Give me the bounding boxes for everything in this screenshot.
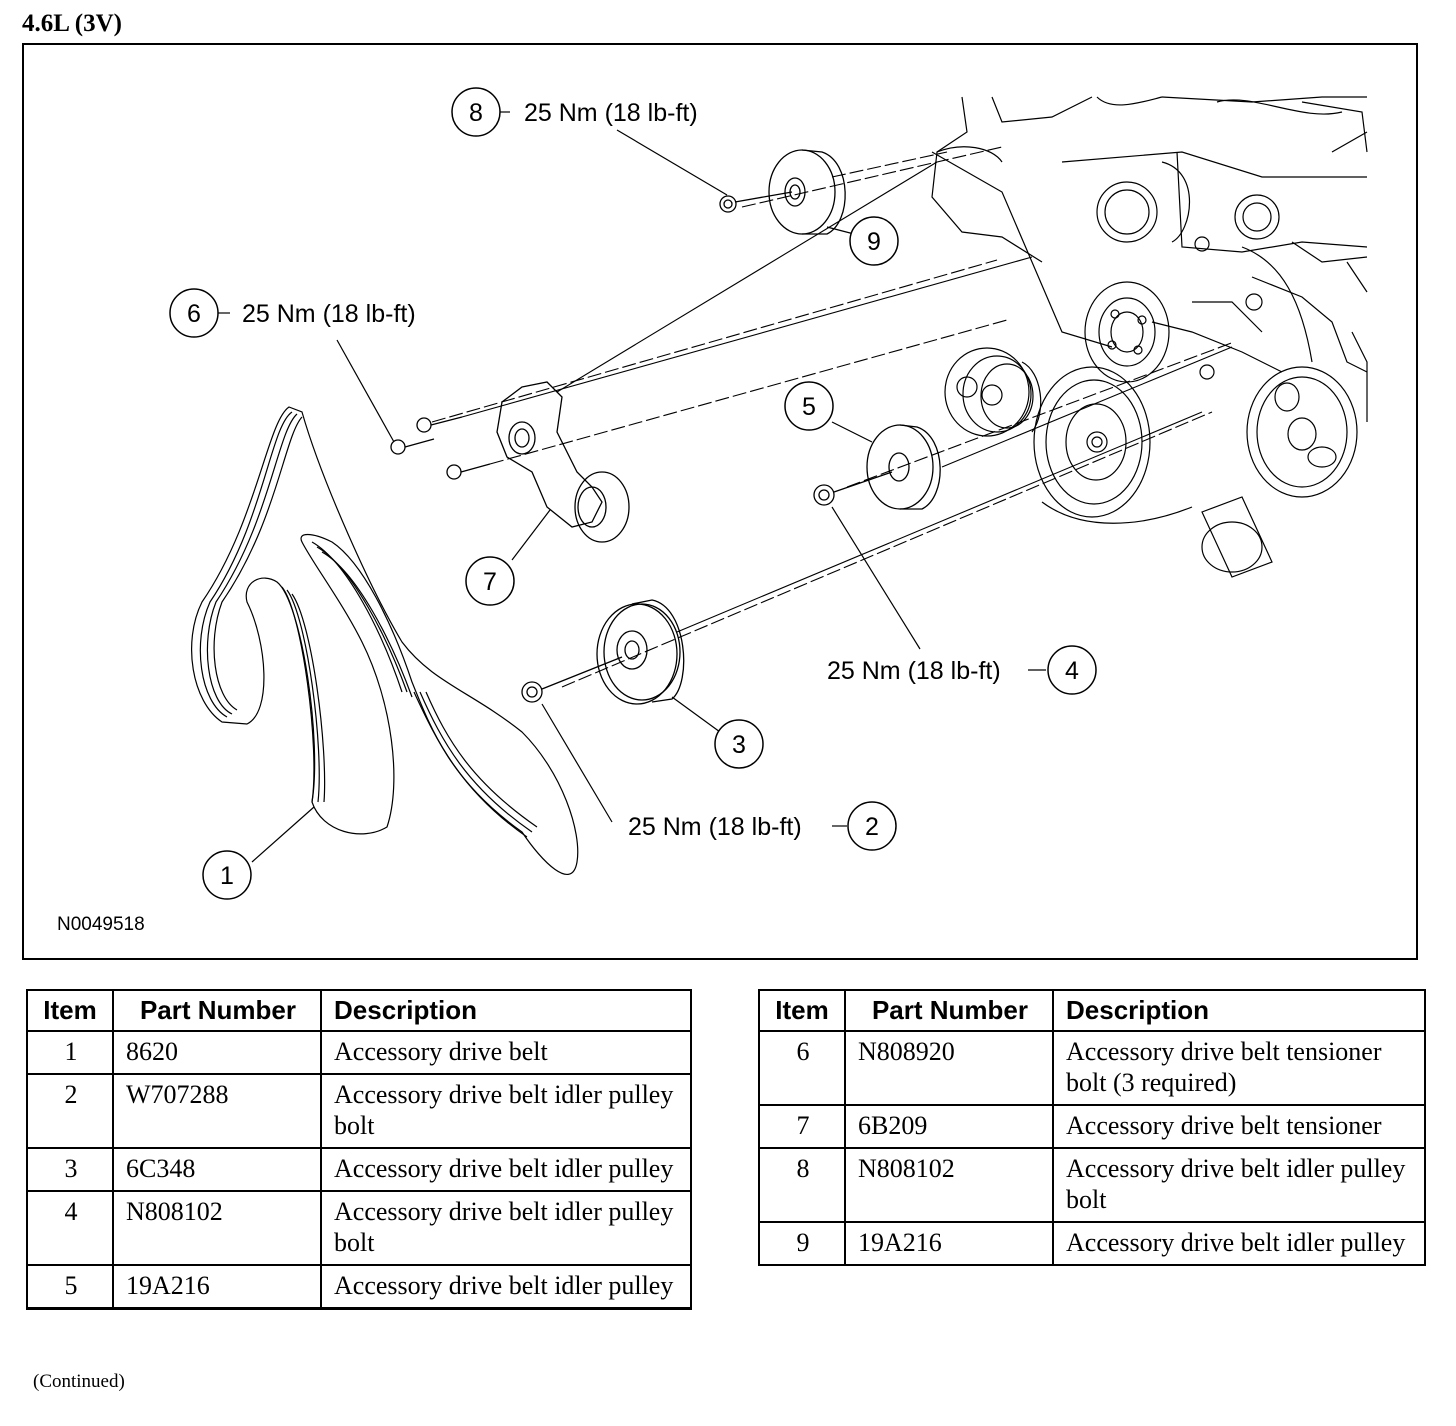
- torque-spec-4: 25 Nm (18 lb-ft): [827, 657, 1001, 685]
- cell-part-number: 6C348: [112, 1147, 322, 1192]
- cell-description: Accessory drive belt idler pulley: [320, 1264, 692, 1310]
- idler-pulley-lower: [596, 599, 685, 705]
- cell-part-number: W707288: [112, 1073, 322, 1149]
- table-header-row: Item Part Number Description: [26, 989, 692, 1032]
- cell-description: Accessory drive belt idler pulley: [1052, 1221, 1426, 1266]
- table-row: 4 N808102 Accessory drive belt idler pul…: [26, 1190, 692, 1266]
- svg-text:3: 3: [732, 731, 746, 759]
- header-item: Item: [758, 989, 846, 1032]
- cell-part-number: 19A216: [112, 1264, 322, 1310]
- cell-item: 4: [26, 1190, 114, 1266]
- table-row: 9 19A216 Accessory drive belt idler pull…: [758, 1221, 1426, 1266]
- cell-description: Accessory drive belt tensioner: [1052, 1104, 1426, 1149]
- callout-1: 1: [202, 850, 252, 900]
- cell-description: Accessory drive belt: [320, 1030, 692, 1075]
- callout-4: 4 25 Nm (18 lb-ft): [827, 645, 1097, 695]
- leader-lines: [216, 111, 1046, 863]
- figure-id: N0049518: [57, 914, 145, 935]
- svg-text:4: 4: [1065, 657, 1079, 685]
- idler-pulley-bolt-upper: [719, 191, 793, 213]
- svg-text:2: 2: [865, 813, 879, 841]
- belt-tensioner: [496, 381, 630, 543]
- parts-table-left: Item Part Number Description 1 8620 Acce…: [26, 989, 692, 1310]
- callout-5: 5: [784, 381, 834, 431]
- cell-item: 5: [26, 1264, 114, 1310]
- idler-pulley-upper: [768, 149, 846, 235]
- page-title: 4.6L (3V): [22, 10, 122, 37]
- cell-part-number: N808102: [844, 1147, 1054, 1223]
- cell-part-number: N808102: [112, 1190, 322, 1266]
- header-description: Description: [1052, 989, 1426, 1032]
- table-row: 6 N808920 Accessory drive belt tensioner…: [758, 1030, 1426, 1106]
- cell-item: 7: [758, 1104, 846, 1149]
- table-row: 5 19A216 Accessory drive belt idler pull…: [26, 1264, 692, 1310]
- table-row: 3 6C348 Accessory drive belt idler pulle…: [26, 1147, 692, 1192]
- cell-item: 1: [26, 1030, 114, 1075]
- torque-spec-6: 25 Nm (18 lb-ft): [242, 300, 416, 328]
- header-item: Item: [26, 989, 114, 1032]
- accessory-drive-belt: [191, 406, 579, 875]
- table-header-row: Item Part Number Description: [758, 989, 1426, 1032]
- idler-pulley-middle: [866, 424, 941, 510]
- parts-table-right: Item Part Number Description 6 N808920 A…: [758, 989, 1426, 1266]
- callout-9: 9: [849, 216, 899, 266]
- cell-description: Accessory drive belt idler pulley bolt: [320, 1073, 692, 1149]
- cell-part-number: N808920: [844, 1030, 1054, 1106]
- cell-item: 6: [758, 1030, 846, 1106]
- table-row: 7 6B209 Accessory drive belt tensioner: [758, 1104, 1426, 1149]
- svg-text:8: 8: [469, 99, 483, 127]
- exploded-view-figure: 1 2 25 Nm (18 lb-ft) 3 4 25 Nm (18 lb-ft…: [22, 43, 1418, 960]
- idler-pulley-bolt-middle: [813, 471, 893, 506]
- svg-text:9: 9: [867, 228, 881, 256]
- cell-description: Accessory drive belt idler pulley: [320, 1147, 692, 1192]
- callout-2: 2 25 Nm (18 lb-ft): [628, 801, 897, 851]
- continued-note: (Continued): [33, 1371, 125, 1392]
- cell-item: 8: [758, 1147, 846, 1223]
- svg-text:5: 5: [802, 393, 816, 421]
- tensioner-bolts: [390, 416, 491, 480]
- callout-6: 6 25 Nm (18 lb-ft): [169, 288, 416, 338]
- cell-item: 2: [26, 1073, 114, 1149]
- cell-description: Accessory drive belt idler pulley bolt: [320, 1190, 692, 1266]
- callout-8: 8 25 Nm (18 lb-ft): [451, 87, 698, 137]
- callout-7: 7: [465, 556, 515, 606]
- exploded-view-drawing: 1 2 25 Nm (18 lb-ft) 3 4 25 Nm (18 lb-ft…: [57, 87, 1368, 935]
- cell-item: 9: [758, 1221, 846, 1266]
- header-description: Description: [320, 989, 692, 1032]
- cell-item: 3: [26, 1147, 114, 1192]
- svg-text:1: 1: [220, 862, 234, 890]
- cell-description: Accessory drive belt tensioner bolt (3 r…: [1052, 1030, 1426, 1106]
- cell-part-number: 6B209: [844, 1104, 1054, 1149]
- idler-pulley-bolt-lower: [521, 656, 623, 703]
- cell-part-number: 8620: [112, 1030, 322, 1075]
- torque-spec-2: 25 Nm (18 lb-ft): [628, 813, 802, 841]
- header-part-number: Part Number: [112, 989, 322, 1032]
- header-part-number: Part Number: [844, 989, 1054, 1032]
- svg-text:7: 7: [483, 568, 497, 596]
- table-row: 8 N808102 Accessory drive belt idler pul…: [758, 1147, 1426, 1223]
- cell-description: Accessory drive belt idler pulley bolt: [1052, 1147, 1426, 1223]
- table-row: 2 W707288 Accessory drive belt idler pul…: [26, 1073, 692, 1149]
- cell-part-number: 19A216: [844, 1221, 1054, 1266]
- table-row: 1 8620 Accessory drive belt: [26, 1030, 692, 1075]
- svg-text:6: 6: [187, 300, 201, 328]
- torque-spec-8: 25 Nm (18 lb-ft): [524, 99, 698, 127]
- engine-front: [931, 96, 1368, 578]
- callout-3: 3: [714, 719, 764, 769]
